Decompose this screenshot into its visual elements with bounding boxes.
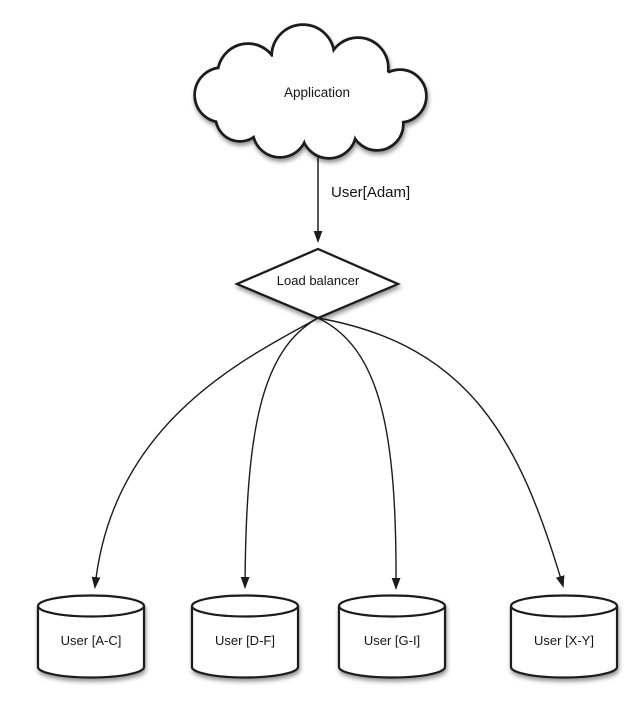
- balancer-to-shard-arrow-3: [317, 317, 401, 590]
- database-cylinder-4: [509, 594, 619, 679]
- shard-label-g-i: User [G-I]: [363, 633, 421, 648]
- shard-label-a-c: User [A-C]: [60, 633, 122, 648]
- application-cloud-shape: [193, 23, 428, 160]
- balancer-to-shard-arrow-2: [240, 317, 319, 589]
- request-user-label: User[Adam]: [331, 184, 411, 201]
- database-cylinder-2: [190, 594, 300, 679]
- application-label: Application: [283, 85, 351, 100]
- shard-label-x-y: User [X-Y]: [534, 633, 594, 648]
- database-cylinder-1: [36, 594, 146, 679]
- shard-label-d-f: User [D-F]: [215, 633, 275, 648]
- database-cylinder-3: [337, 594, 447, 679]
- balancer-to-shard-arrow-1: [91, 317, 319, 589]
- balancer-to-shard-arrow-4: [317, 317, 565, 588]
- load-balancer-label: Load balancer: [276, 273, 360, 288]
